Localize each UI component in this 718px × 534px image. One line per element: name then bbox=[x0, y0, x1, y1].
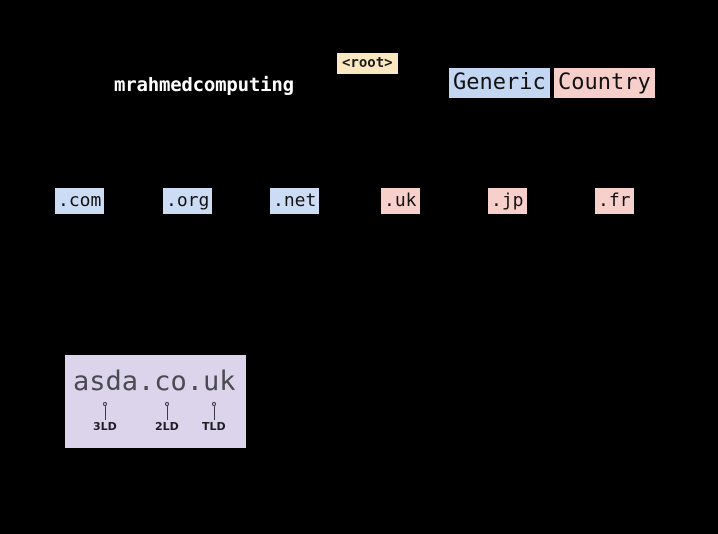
tld-chip-jp: .jp bbox=[488, 188, 527, 214]
tld-chip-fr: .fr bbox=[595, 188, 634, 214]
tld-chip-com: .com bbox=[55, 188, 105, 214]
annotation-label-tld: TLD bbox=[202, 420, 226, 433]
example-domain-text: asda.co.uk bbox=[73, 366, 236, 397]
root-node-label: <root> bbox=[337, 53, 398, 74]
domain-breakdown-box: asda.co.uk 3LD 2LD TLD bbox=[65, 355, 246, 448]
tld-chip-uk: .uk bbox=[381, 188, 420, 214]
pointer-line-tld bbox=[214, 406, 215, 420]
pointer-dot-2ld bbox=[165, 402, 169, 406]
legend-country-label: Country bbox=[554, 68, 655, 98]
legend-generic-label: Generic bbox=[449, 68, 550, 98]
annotation-label-3ld: 3LD bbox=[93, 420, 117, 433]
pointer-dot-3ld bbox=[103, 402, 107, 406]
pointer-line-2ld bbox=[167, 406, 168, 420]
pointer-line-3ld bbox=[105, 406, 106, 420]
tld-chip-net: .net bbox=[270, 188, 320, 214]
author-watermark: mrahmedcomputing bbox=[114, 74, 294, 96]
pointer-dot-tld bbox=[212, 402, 216, 406]
tld-chip-org: .org bbox=[163, 188, 213, 214]
annotation-label-2ld: 2LD bbox=[155, 420, 179, 433]
